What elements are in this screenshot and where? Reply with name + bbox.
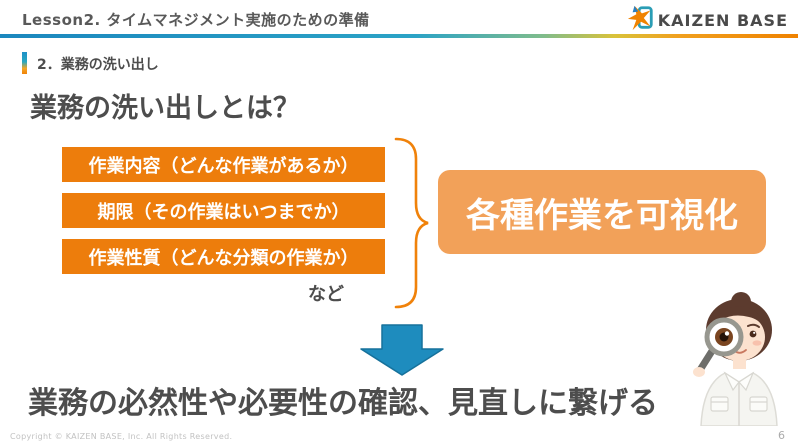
work-item-box: 作業性質（どんな分類の作業か） xyxy=(62,239,385,274)
page-number: 6 xyxy=(778,429,785,442)
result-box: 各種作業を可視化 xyxy=(438,170,766,254)
kaizen-logo-icon xyxy=(627,4,655,36)
etc-label: など xyxy=(308,284,344,305)
lesson-title: Lesson2. タイムマネジメント実施のための準備 xyxy=(22,11,370,29)
header-gradient-rule xyxy=(0,34,798,38)
section-marker-bar xyxy=(22,52,27,74)
work-item-label: 期限（その作業はいつまでか） xyxy=(97,201,350,223)
conclusion-text: 業務の必然性や必要性の確認、見直しに繋げる xyxy=(28,386,658,421)
curly-brace-icon xyxy=(388,136,430,314)
section-label: 2．業務の洗い出し xyxy=(37,57,159,73)
result-label: 各種作業を可視化 xyxy=(466,195,738,236)
work-item-label: 作業内容（どんな作業があるか） xyxy=(88,155,359,177)
copyright-text: Copyright © KAIZEN BASE, Inc. All Rights… xyxy=(10,432,233,441)
down-arrow-icon xyxy=(360,324,444,380)
magnifier-worker-illustration xyxy=(683,290,795,430)
work-item-box: 作業内容（どんな作業があるか） xyxy=(62,147,385,182)
work-item-label: 作業性質（どんな分類の作業か） xyxy=(88,247,359,269)
kaizen-base-logo: KAIZEN BASE xyxy=(627,4,788,36)
logo-text: KAIZEN BASE xyxy=(657,10,788,30)
work-item-box: 期限（その作業はいつまでか） xyxy=(62,193,385,228)
question-title: 業務の洗い出しとは？ xyxy=(30,93,300,124)
